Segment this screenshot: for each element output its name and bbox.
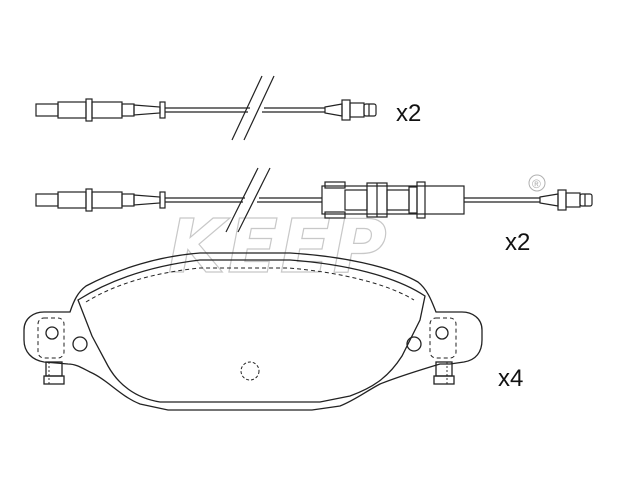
friction-material-outline	[77, 259, 426, 403]
quantity-sensor-short: x2	[396, 100, 421, 127]
sensor-long-body-2	[91, 191, 123, 209]
sensor-short-tip	[35, 103, 59, 117]
center-marker	[240, 361, 260, 381]
quantity-sensor-long: x2	[505, 229, 530, 256]
sensor-short-end-body	[349, 102, 365, 118]
sensor-short-body-2	[91, 101, 123, 119]
sensor-short-body	[57, 101, 87, 119]
sensor-long-collar-2	[159, 191, 166, 209]
sensor-short-collar-1	[85, 98, 93, 122]
right-pin-head	[433, 375, 455, 385]
sensor-long-clip-block-3	[386, 189, 410, 211]
left-pin	[45, 361, 63, 377]
sensor-long-collar-1	[85, 188, 93, 212]
sensor-short-taper	[133, 104, 161, 116]
sensor-long-taper	[133, 194, 161, 206]
sensor-long-clip-tab-1	[324, 181, 346, 189]
sensor-long-body	[57, 191, 87, 209]
sensor-long-end-body	[565, 192, 581, 208]
sensor-long-break-2	[237, 167, 271, 233]
sensor-long-end-collar	[557, 189, 567, 211]
left-ear-dashed	[37, 317, 65, 359]
right-ear-hole	[435, 326, 449, 340]
registered-mark: ®	[532, 177, 541, 191]
sensor-long-tip	[35, 193, 59, 207]
brake-pad	[23, 252, 483, 411]
right-ear-dashed	[429, 317, 457, 359]
sensor-long-step	[121, 193, 135, 207]
friction-dashed-contour	[85, 267, 415, 303]
sensor-long-break-1	[225, 167, 259, 233]
sensor-long-clip-block-4	[408, 186, 418, 214]
left-guide-hole	[72, 336, 88, 352]
left-ear-hole	[45, 326, 59, 340]
quantity-brake-pad: x4	[498, 365, 523, 392]
watermark: KEEP ®	[167, 174, 546, 291]
sensor-short-break-1	[231, 75, 263, 141]
right-guide-hole	[406, 336, 422, 352]
sensor-short-end-taper	[324, 103, 343, 117]
wear-sensor-short	[35, 75, 377, 141]
backing-plate-outline	[23, 252, 483, 411]
sensor-short-collar-2	[159, 101, 166, 119]
registered-circle	[528, 174, 546, 192]
left-pin-head	[43, 375, 65, 385]
sensor-short-break-2	[243, 75, 275, 141]
sensor-long-clip-block-5	[416, 181, 426, 219]
sensor-short-step	[121, 103, 135, 117]
sensor-long-clip-tab-2	[324, 211, 346, 219]
sensor-short-end-cap	[363, 103, 377, 117]
sensor-long-end-cap	[579, 193, 593, 207]
sensor-long-end-taper	[539, 193, 559, 207]
sensor-long-clip-frame	[321, 185, 465, 215]
sensor-short-end-collar	[341, 99, 351, 121]
watermark-text: KEEP	[168, 204, 389, 290]
wear-sensor-long	[35, 167, 593, 233]
